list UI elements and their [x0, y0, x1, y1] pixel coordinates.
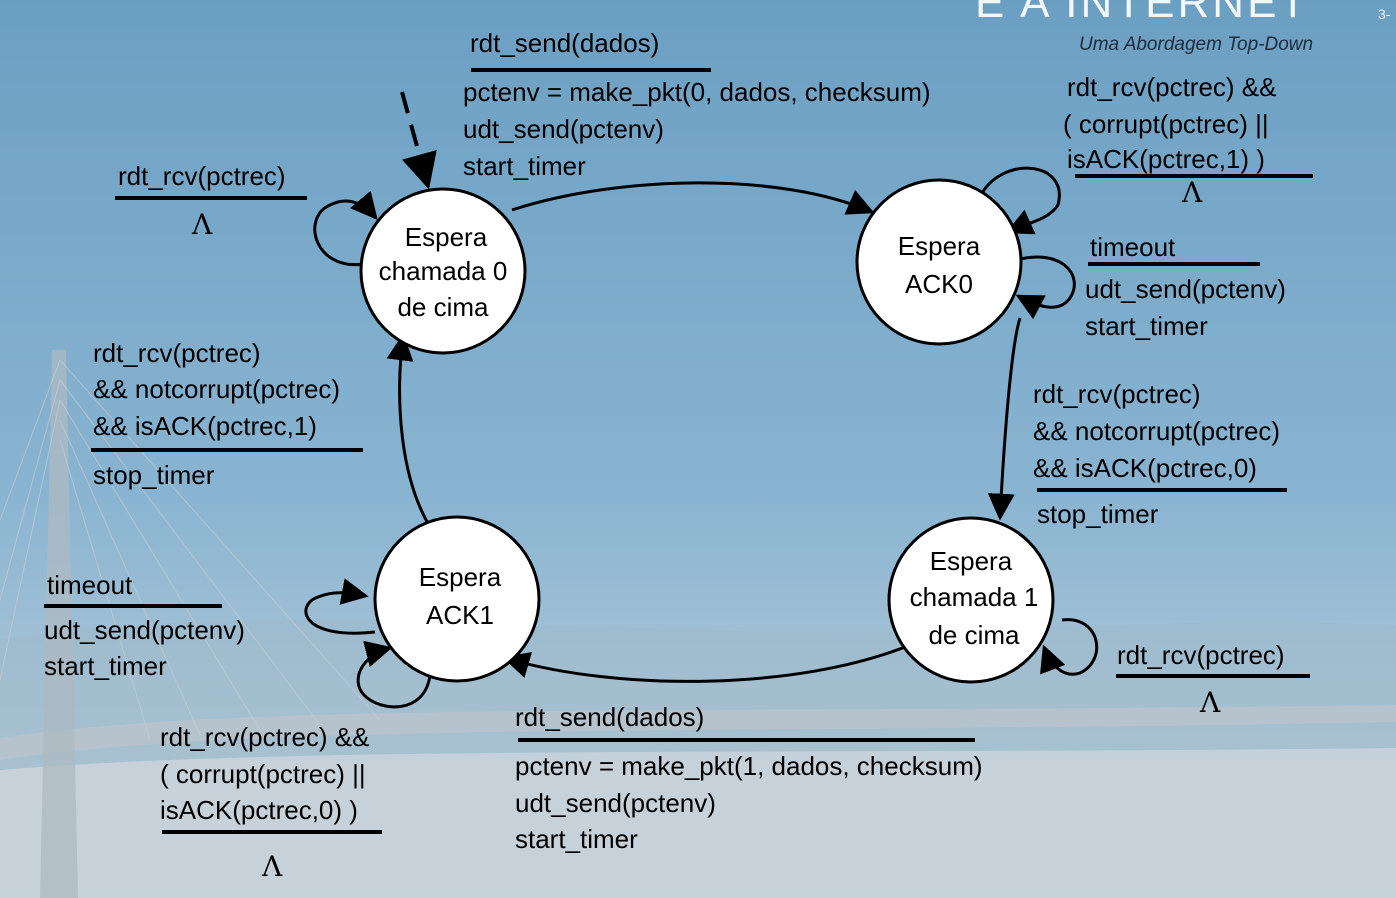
self-loop-s3-bottom	[356, 640, 432, 709]
self-loop-s3-left	[304, 578, 376, 635]
transition-s1-s2	[987, 317, 1022, 521]
t30-event-2: && notcorrupt(pctrec)	[93, 374, 340, 404]
bar-t01	[471, 68, 711, 72]
t01-action-3: start_timer	[463, 151, 586, 181]
state-s0-line3: de cima	[397, 292, 489, 322]
bar-t23	[518, 738, 975, 742]
state-s1-line1: Espera	[898, 231, 981, 261]
loop-s1a-event-2: ( corrupt(pctrec) ||	[1063, 109, 1269, 139]
bar-loop-s3b	[162, 830, 382, 834]
loop-s3b-event-1: rdt_rcv(pctrec) &&	[160, 722, 370, 752]
t12-event-1: rdt_rcv(pctrec)	[1033, 379, 1201, 409]
initial-state-arrow	[400, 91, 437, 190]
self-loop-s2	[1040, 618, 1099, 676]
state-wait-call-0	[359, 187, 527, 355]
t01-action-1: pctenv = make_pkt(0, dados, checksum)	[463, 77, 931, 107]
loop-s1b-action-2: start_timer	[1085, 311, 1208, 341]
state-s2-line3: de cima	[928, 620, 1020, 650]
loop-s3a-action-1: udt_send(pctenv)	[44, 615, 245, 645]
loop-s0-event: rdt_rcv(pctrec)	[118, 161, 286, 191]
loop-s1b-event: timeout	[1090, 232, 1176, 262]
t23-action-2: udt_send(pctenv)	[515, 788, 716, 818]
loop-s3b-event-2: ( corrupt(pctrec) ||	[160, 759, 366, 789]
loop-s1a-event-3: isACK(pctrec,1) )	[1067, 144, 1265, 174]
loop-s3a-event: timeout	[47, 570, 133, 600]
self-loop-s1-top	[978, 166, 1061, 235]
bar-t12	[1037, 488, 1287, 492]
loop-s1b-action-1: udt_send(pctenv)	[1085, 274, 1286, 304]
state-s3-line2: ACK1	[426, 600, 494, 630]
t23-event: rdt_send(dados)	[515, 702, 704, 732]
t30-event-1: rdt_rcv(pctrec)	[93, 338, 261, 368]
state-s2-line2: chamada 1	[910, 582, 1039, 612]
state-wait-ack-0	[855, 178, 1023, 346]
loop-s2-event: rdt_rcv(pctrec)	[1117, 640, 1285, 670]
loop-s1a-action: Λ	[1181, 176, 1203, 209]
transition-s3-s0	[386, 333, 434, 531]
book-subtitle: Uma Abordagem Top-Down	[1079, 34, 1314, 55]
bar-t30	[91, 448, 363, 452]
loop-s1a-event-1: rdt_rcv(pctrec) &&	[1067, 72, 1277, 102]
t01-action-2: udt_send(pctenv)	[463, 114, 664, 144]
loop-s3b-event-3: isACK(pctrec,0) )	[160, 795, 358, 825]
t23-action-3: start_timer	[515, 824, 638, 854]
t12-event-2: && notcorrupt(pctrec)	[1033, 416, 1280, 446]
state-wait-call-1	[887, 516, 1055, 684]
label-bars	[44, 68, 1313, 834]
state-s0-line2: chamada 0	[379, 256, 508, 286]
loop-s0-action: Λ	[191, 208, 213, 241]
bar-loop-s1b	[1088, 262, 1260, 266]
bar-loop-s0	[115, 196, 307, 200]
bar-loop-s1a	[1075, 174, 1313, 178]
t23-action-1: pctenv = make_pkt(1, dados, checksum)	[515, 751, 983, 781]
loop-s3b-action: Λ	[261, 850, 283, 883]
transition-s0-s1	[511, 181, 875, 215]
book-title: E A INTERNET	[975, 0, 1310, 27]
self-loop-s0	[313, 190, 378, 267]
self-loop-s1-right	[1009, 255, 1076, 320]
transition-s2-s3	[502, 643, 911, 683]
t30-event-3: && isACK(pctrec,1)	[93, 411, 317, 441]
t12-action: stop_timer	[1037, 499, 1159, 529]
bar-loop-s3a	[44, 604, 222, 608]
state-wait-ack-1	[373, 515, 541, 683]
state-s2-line1: Espera	[930, 546, 1013, 576]
t01-event: rdt_send(dados)	[470, 28, 659, 58]
state-s1-line2: ACK0	[905, 269, 973, 299]
page-number: 3-	[1378, 6, 1391, 22]
state-s3-line1: Espera	[419, 562, 502, 592]
t30-action: stop_timer	[93, 460, 215, 490]
t12-event-3: && isACK(pctrec,0)	[1033, 453, 1257, 483]
loop-s2-action: Λ	[1199, 686, 1221, 719]
state-s0-line1: Espera	[405, 222, 488, 252]
bar-loop-s2	[1116, 674, 1310, 678]
loop-s3a-action-2: start_timer	[44, 651, 167, 681]
